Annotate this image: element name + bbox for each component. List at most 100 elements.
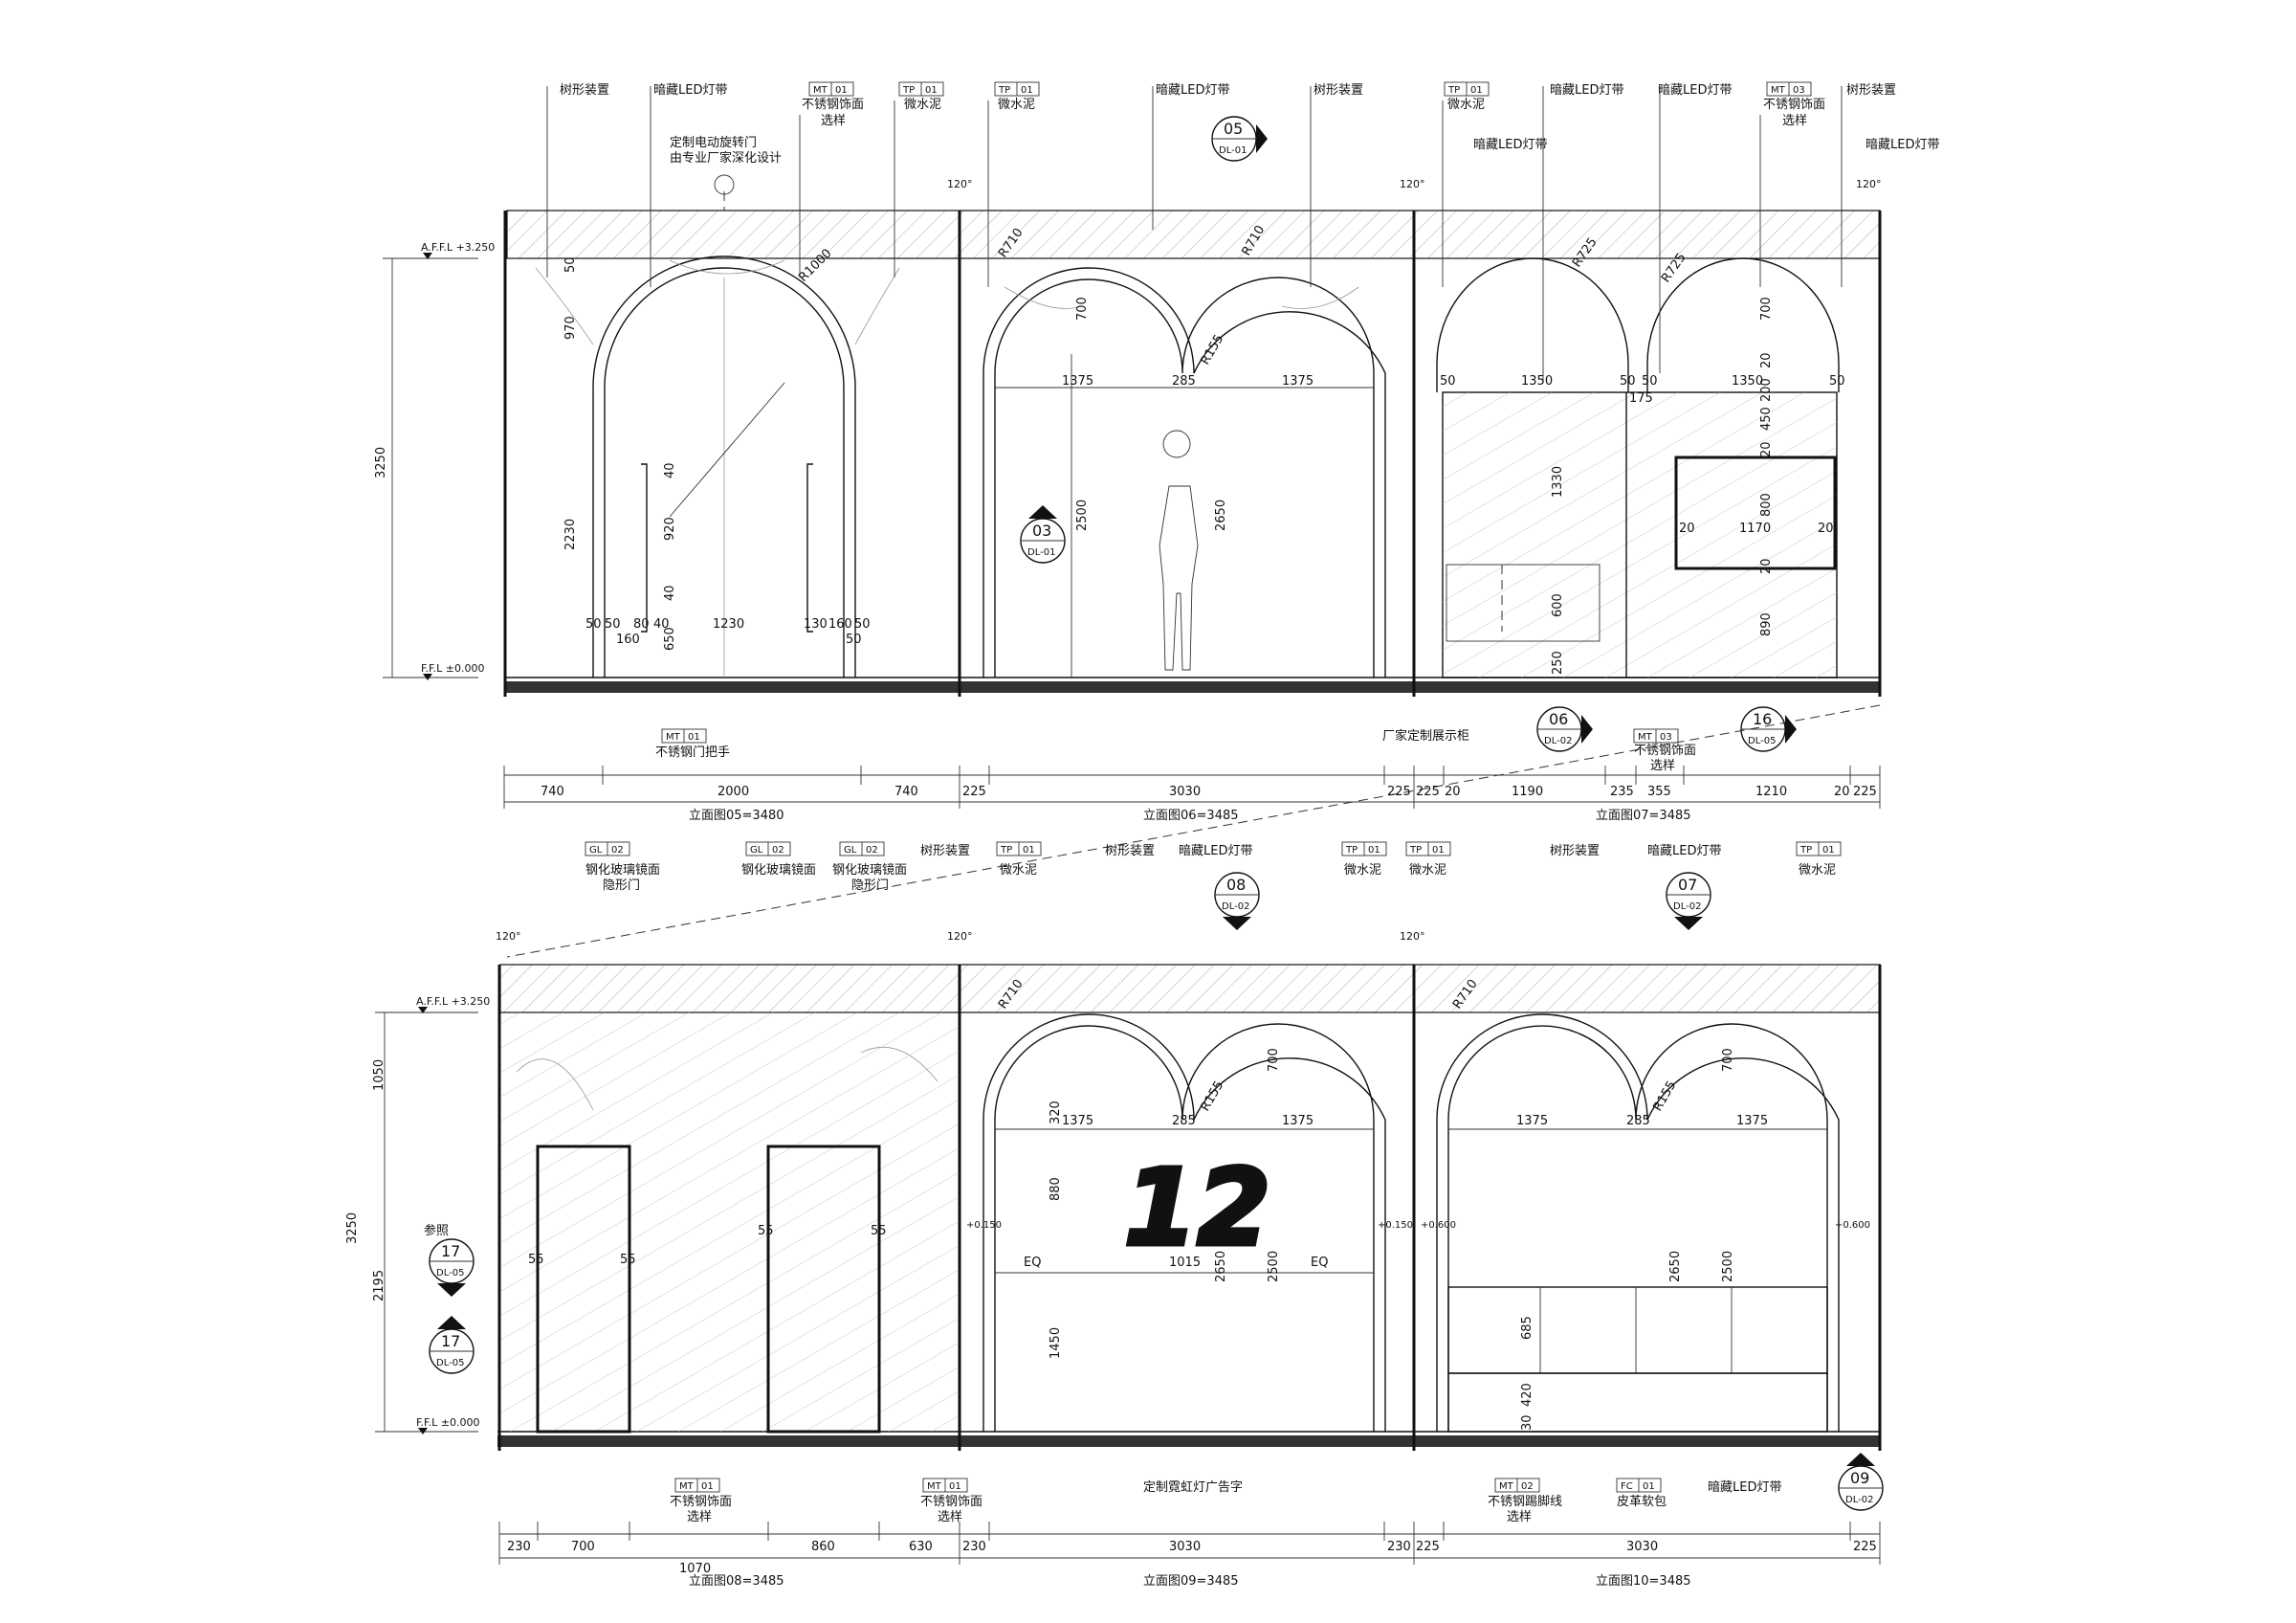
label-handle: 不锈钢门把手 — [655, 745, 730, 760]
material-tags-top: MT 01 TP 01 TP 01 TP 01 MT 03 MT 01 MT 0… — [661, 81, 1812, 744]
dim-b-lv1: +0.150 — [966, 1220, 1002, 1231]
dim-t-2650: 2650 — [1214, 500, 1228, 531]
hidden-door-2 — [766, 1145, 881, 1434]
label-skirting: 不锈钢踢脚线 — [1488, 1494, 1562, 1509]
elevation-08 — [501, 1012, 959, 1434]
angle-6: 120° — [1400, 930, 1425, 943]
dim-t-700a: 700 — [1075, 297, 1090, 321]
tag-tp01-d-n: 01 — [1023, 845, 1035, 856]
dim-t-3250: 3250 — [374, 447, 388, 478]
label-led-1: 暗藏LED灯带 — [653, 83, 727, 98]
label-leather: 皮革软包 — [1617, 1495, 1667, 1509]
label-hidden-1: 隐形门 — [603, 878, 640, 893]
ref-17a-num: 17 — [441, 1242, 460, 1260]
ref-05-sheet: DL-01 — [1219, 145, 1247, 156]
dim-t-e7a5: 1350 — [1732, 374, 1763, 389]
tag-tp01-g-n: 01 — [1822, 845, 1835, 856]
dim-b-225b: 225 — [1853, 1540, 1877, 1554]
dim-b-a3: 1375 — [1282, 1114, 1314, 1128]
label-led-5: 暗藏LED灯带 — [1658, 83, 1732, 98]
tag-tp01-a-n: 01 — [925, 85, 938, 96]
level-top-2: A.F.F.L +3.250 — [416, 995, 490, 1008]
tag-tp01-b: TP — [998, 85, 1010, 96]
ceiling-band-bottom — [499, 964, 1881, 1013]
tag-mt02: MT — [1499, 1481, 1514, 1492]
dim-t-2500: 2500 — [1075, 500, 1090, 531]
dim-b-630: 630 — [909, 1540, 933, 1554]
title-e10: 立面图10=3485 — [1596, 1574, 1691, 1589]
dim-b-a4: 1375 — [1516, 1114, 1548, 1128]
angle-4: 120° — [496, 930, 521, 943]
tag-tp01-g: TP — [1799, 845, 1812, 856]
ref-03-sheet: DL-01 — [1027, 547, 1055, 558]
ref-16-num: 16 — [1753, 710, 1772, 728]
dim-b-ds3: 55 — [758, 1224, 774, 1238]
dim-t-e7b1: 175 — [1629, 391, 1653, 406]
label-select-6: 选样 — [1507, 1510, 1532, 1524]
dim-t-h2: 920 — [663, 517, 677, 541]
elevation-09: 12 — [982, 1013, 1386, 1432]
floor-slab-bottom — [497, 1435, 1880, 1447]
tag-tp01-e-n: 01 — [1368, 845, 1380, 856]
neon-sign-text: 12 — [1124, 1146, 1270, 1269]
ref-08-sheet: DL-02 — [1222, 901, 1249, 912]
dim-t-e7c5: 890 — [1759, 612, 1774, 636]
label-mtss-2: 不锈钢饰面 — [1763, 98, 1825, 112]
dim-t-e7b3: 600 — [1551, 593, 1565, 617]
tag-gl02-b-n: 02 — [772, 845, 784, 856]
ref-09-num: 09 — [1850, 1469, 1869, 1487]
dim-t-a1: 1375 — [1062, 374, 1093, 389]
angle-1: 120° — [947, 178, 973, 190]
tag-mt01-d-n: 01 — [949, 1481, 961, 1492]
label-led-4: 暗藏LED灯带 — [1473, 138, 1547, 152]
elevation-06 — [982, 267, 1386, 678]
dim-b-ds2: 55 — [620, 1253, 636, 1267]
dim-b-320: 320 — [1049, 1101, 1063, 1124]
dim-t-1210: 1210 — [1755, 785, 1787, 799]
label-mtss-5: 不锈钢饰面 — [920, 1495, 982, 1509]
tag-tp01-f: TP — [1409, 845, 1422, 856]
dim-b-420: 420 — [1520, 1383, 1534, 1407]
ref-07-sheet: DL-02 — [1673, 901, 1701, 912]
dim-t-e7b2: 1330 — [1551, 466, 1565, 498]
hidden-door-1 — [536, 1145, 631, 1434]
dim-b-1050: 1050 — [372, 1059, 386, 1091]
dim-b-700a: 700 — [1267, 1048, 1281, 1072]
tag-mt03-a: MT — [1771, 85, 1786, 96]
ref-16-sheet: DL-05 — [1748, 736, 1776, 746]
tag-mt01-a-n: 01 — [835, 85, 848, 96]
dim-t-tv3: 20 — [1818, 522, 1834, 536]
top-row-elevations — [383, 174, 1882, 809]
dim-t-20a: 20 — [1445, 785, 1461, 799]
dim-t-db2: 650 — [663, 627, 677, 651]
ref-06-num: 06 — [1549, 710, 1568, 728]
dim-t-d1: 50 — [585, 617, 602, 632]
dim-b-1015: 1015 — [1169, 1256, 1201, 1270]
label-select-5: 选样 — [938, 1510, 962, 1524]
dim-t-740a: 740 — [541, 785, 564, 799]
dim-t-700b: 700 — [1759, 297, 1774, 321]
tag-mt01-b-n: 01 — [688, 732, 700, 743]
dim-b-225a: 225 — [1416, 1540, 1440, 1554]
tag-tp01-e: TP — [1345, 845, 1358, 856]
dim-b-1070: 1070 — [679, 1562, 711, 1576]
dim-b-r155a: R155 — [1198, 1078, 1226, 1114]
label-micro-1: 微水泥 — [904, 98, 941, 112]
display-tv — [1674, 456, 1837, 570]
tag-mt03-b-n: 03 — [1660, 732, 1672, 743]
dim-b-685: 685 — [1520, 1316, 1534, 1340]
label-tree-4: 树形装置 — [920, 844, 970, 858]
dim-b-700: 700 — [571, 1540, 595, 1554]
tag-mt01-a: MT — [813, 85, 828, 96]
dim-b-700b: 700 — [1721, 1048, 1735, 1072]
bottom-dimension-row — [498, 1522, 1881, 1565]
leather-bench — [1447, 1286, 1828, 1374]
label-led-9: 暗藏LED灯带 — [1708, 1480, 1781, 1495]
dim-t-h3: 40 — [663, 585, 677, 601]
dim-b-lv3: +0.600 — [1421, 1220, 1456, 1231]
tag-fc01-n: 01 — [1643, 1481, 1655, 1492]
dim-b-ds4: 55 — [871, 1224, 887, 1238]
dim-b-230c: 230 — [1387, 1540, 1411, 1554]
tag-tp01-a: TP — [902, 85, 915, 96]
